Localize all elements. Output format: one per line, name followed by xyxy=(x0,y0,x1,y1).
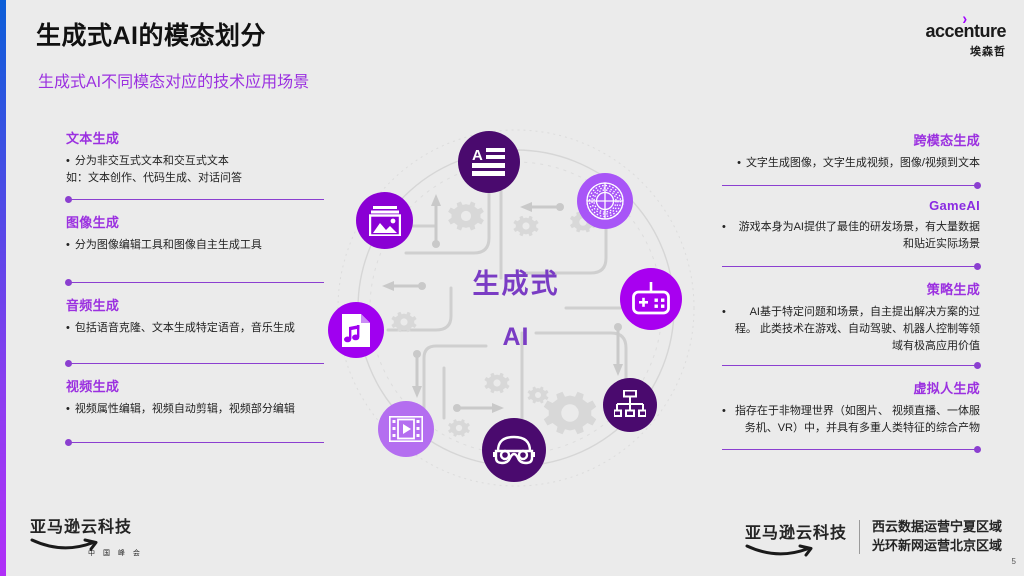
block-text-generation: 文本生成 • 分为非交互式文本和交互式文本 如：文本创作、代码生成、对话问答 xyxy=(66,128,324,187)
page-subtitle: 生成式AI不同模态对应的技术应用场景 xyxy=(38,74,310,91)
aws-smile-icon xyxy=(30,538,143,551)
block-heading: 视频生成 xyxy=(66,379,120,395)
footer-operator-text: 西云数据运营宁夏区域 光环新网运营北京区域 xyxy=(872,518,1002,556)
hierarchy-network-icon xyxy=(614,390,646,417)
accenture-arrow-icon: › xyxy=(962,9,968,28)
aws-smile-icon xyxy=(745,544,847,557)
block-heading: 文本生成 xyxy=(66,131,120,146)
audio-generation-node-icon[interactable] xyxy=(328,302,384,358)
block-heading: GameAI xyxy=(929,198,980,214)
bullet-marker: • xyxy=(66,155,70,167)
vr-goggles-icon xyxy=(493,435,535,465)
bullet-item: • AI基于特定问题和场景，自主提出解决方案的过程。 此类技术在游戏、自动驾驶、… xyxy=(722,304,980,355)
footer-operator-line1: 西云数据运营宁夏区域 xyxy=(871,519,1002,535)
block-strategy-generation: 策略生成 • AI基于特定问题和场景，自主提出解决方案的过程。 此类技术在游戏、… xyxy=(722,279,980,355)
page-title: 生成式AI的模态划分 xyxy=(36,22,267,50)
block-image-generation: 图像生成 • 分为图像编辑工具和图像自主生成工具 xyxy=(66,212,324,254)
block-crossmodal-generation: 跨模态生成 • 文字生成图像，文字生成视频，图像/视频到文本 xyxy=(722,130,980,172)
bullet-text: 指存在于非物理世界（如图片、 视频直播、一体服务机、VR）中，并具有多重人类特征… xyxy=(734,405,980,435)
strategy-node-icon[interactable] xyxy=(603,378,657,432)
bullet-text: AI基于特定问题和场景，自主提出解决方案的过程。 此类技术在游戏、自动驾驶、机器… xyxy=(734,306,980,353)
ring-disc-icon xyxy=(586,182,624,220)
svg-text:A: A xyxy=(472,147,483,164)
bullet-item: • 指存在于非物理世界（如图片、 视频直播、一体服务机、VR）中，并具有多重人类… xyxy=(722,403,980,437)
block-heading: 跨模态生成 xyxy=(913,133,980,148)
bullet-marker: • xyxy=(722,306,726,319)
block-heading: 策略生成 xyxy=(926,282,980,298)
section-divider xyxy=(722,362,981,370)
left-gradient-accent-bar xyxy=(0,0,6,576)
section-divider xyxy=(65,360,324,368)
gameai-node-icon[interactable] xyxy=(620,268,682,330)
crossmodal-node-icon[interactable] xyxy=(577,173,633,229)
video-generation-node-icon[interactable] xyxy=(378,401,434,457)
image-generation-node-icon[interactable] xyxy=(356,192,413,249)
bullet-marker: • xyxy=(737,157,741,169)
footer-aws-logo: 亚马逊云科技 xyxy=(744,519,847,557)
block-extra-line: 如：文本创作、代码生成、对话问答 xyxy=(66,172,242,185)
virtualhuman-node-icon[interactable] xyxy=(482,418,546,482)
page-number: 5 xyxy=(1011,557,1016,566)
bullet-item: • 分为非交互式文本和交互式文本 xyxy=(66,153,324,170)
bullet-text: 包括语音克隆、文本生成特定语音，音乐生成 xyxy=(74,322,295,335)
film-play-icon xyxy=(389,416,423,442)
block-video-generation: 视频生成 • 视频属性编辑，视频自动剪辑，视频部分编辑 xyxy=(66,376,324,418)
bullet-item: • 包括语音克隆、文本生成特定语音，音乐生成 xyxy=(66,320,324,337)
gear-decor-group xyxy=(391,201,597,437)
bullet-text: 分为非交互式文本和交互式文本 xyxy=(74,155,229,167)
block-gameai: GameAI • 游戏本身为AI提供了最佳的研发场景，有大量数据和贴近实际场景 xyxy=(722,198,980,253)
photo-icon xyxy=(368,205,401,236)
section-divider xyxy=(722,446,981,454)
gamepad-icon xyxy=(632,282,670,315)
left-column: 文本生成 • 分为非交互式文本和交互式文本 如：文本创作、代码生成、对话问答 图… xyxy=(65,128,324,455)
central-diagram: 生成式 AI A xyxy=(326,118,706,503)
bullet-marker: • xyxy=(722,405,726,418)
right-column: 跨模态生成 • 文字生成图像，文字生成视频，图像/视频到文本 GameAI • … xyxy=(722,130,981,462)
bullet-text: 视频属性编辑，视频自动剪辑，视频部分编辑 xyxy=(74,403,295,416)
bullet-item: • 分为图像编辑工具和图像自主生成工具 xyxy=(66,237,324,254)
bullet-marker: • xyxy=(722,221,726,234)
bullet-marker: • xyxy=(66,322,70,335)
bullet-text: 游戏本身为AI提供了最佳的研发场景，有大量数据和贴近实际场景 xyxy=(738,221,980,251)
footer-divider xyxy=(858,520,860,555)
block-heading: 图像生成 xyxy=(66,215,120,231)
bullet-marker: • xyxy=(66,403,70,416)
section-divider xyxy=(65,196,324,204)
document-text-icon: A xyxy=(472,147,505,176)
aws-china-wordmark: 亚马逊云科技 xyxy=(30,519,133,536)
footer-left-logo: 亚马逊云科技 中 国 峰 会 xyxy=(30,513,143,558)
text-generation-node-icon[interactable]: A xyxy=(458,131,520,193)
bullet-item: • 游戏本身为AI提供了最佳的研发场景，有大量数据和贴近实际场景 xyxy=(722,219,980,253)
section-divider xyxy=(722,182,981,190)
section-divider xyxy=(722,263,981,271)
footer-right-block: 亚马逊云科技 西云数据运营宁夏区域 光环新网运营北京区域 xyxy=(744,518,1002,557)
block-virtual-human-generation: 虚拟人生成 • 指存在于非物理世界（如图片、 视频直播、一体服务机、VR）中，并… xyxy=(722,378,980,437)
accenture-logo: › accenture 埃森哲 xyxy=(925,10,1006,59)
accenture-chinese-name: 埃森哲 xyxy=(970,46,1006,58)
bullet-item: • 视频属性编辑，视频自动剪辑，视频部分编辑 xyxy=(66,401,324,418)
bullet-text: 文字生成图像，文字生成视频，图像/视频到文本 xyxy=(745,157,980,169)
block-heading: 虚拟人生成 xyxy=(913,381,980,397)
section-divider xyxy=(65,279,324,287)
accenture-wordmark: accenture xyxy=(925,21,1006,41)
footer-operator-line2: 光环新网运营北京区域 xyxy=(871,538,1002,554)
music-file-icon xyxy=(342,313,370,347)
section-divider xyxy=(65,439,324,447)
block-heading: 音频生成 xyxy=(66,298,120,314)
aws-china-wordmark: 亚马逊云科技 xyxy=(744,524,847,542)
bullet-item: • 文字生成图像，文字生成视频，图像/视频到文本 xyxy=(722,155,980,172)
bullet-marker: • xyxy=(66,239,70,252)
aws-summit-subtitle: 中 国 峰 会 xyxy=(88,550,143,557)
bullet-text: 分为图像编辑工具和图像自主生成工具 xyxy=(74,239,262,252)
block-audio-generation: 音频生成 • 包括语音克隆、文本生成特定语音，音乐生成 xyxy=(66,295,324,337)
